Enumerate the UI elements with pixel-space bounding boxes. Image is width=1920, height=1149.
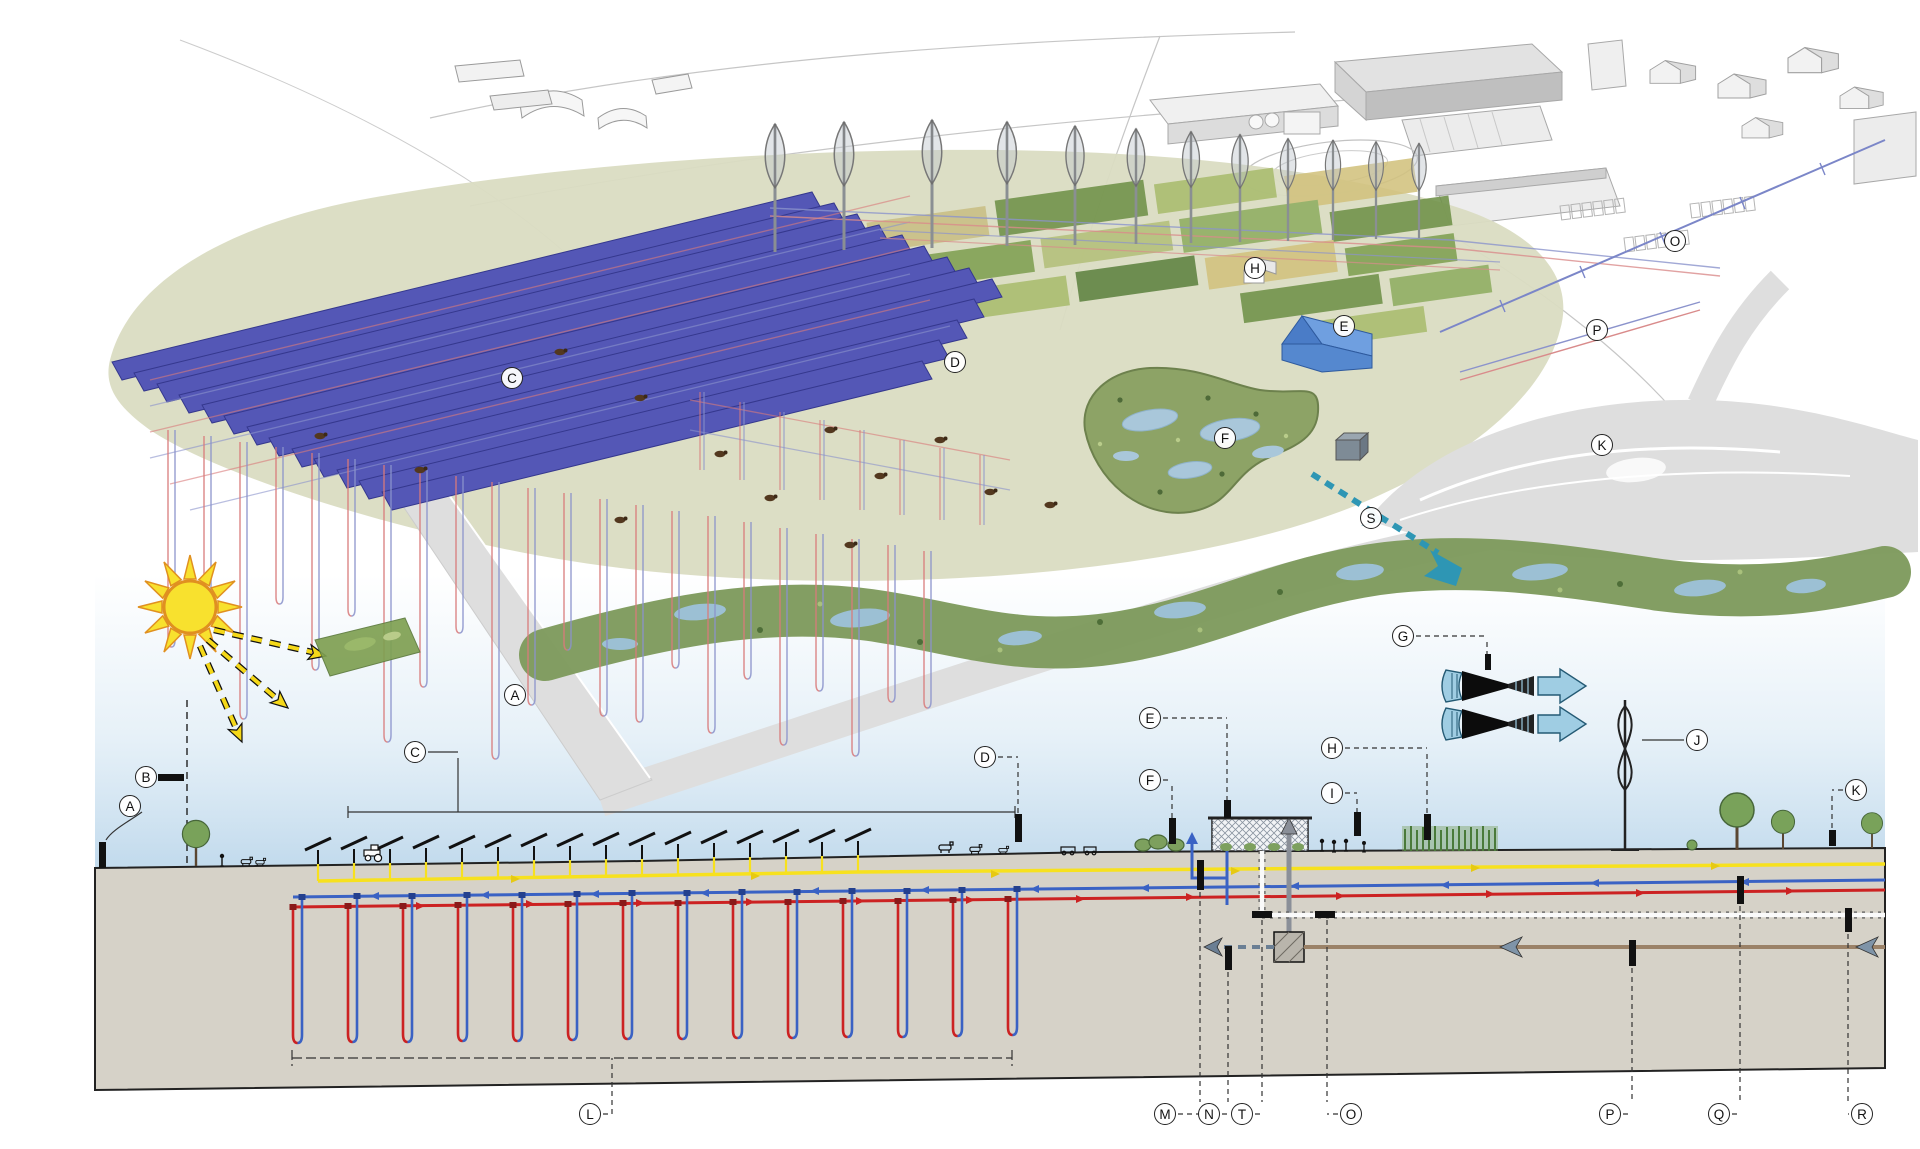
pasture-loop-drops <box>699 392 985 525</box>
label-g-section: G <box>1392 625 1414 647</box>
label-p-bottom: P <box>1599 1103 1621 1125</box>
label-d-aerial: D <box>944 351 966 373</box>
greenhouse-heat-pipe <box>1186 832 1229 905</box>
label-s-aerial: S <box>1360 507 1382 529</box>
label-t-bottom: T <box>1231 1103 1253 1125</box>
label-leaders <box>428 635 1849 1115</box>
label-k-section: K <box>1845 779 1867 801</box>
heat-exchanger <box>1273 931 1305 963</box>
label-b-section: B <box>135 766 157 788</box>
wetland-corridor <box>519 538 1911 681</box>
cold-pipe <box>292 878 1886 899</box>
shrub-strip <box>1134 834 1185 852</box>
pond <box>1083 366 1320 514</box>
ducted-wind-turbines <box>1441 654 1587 742</box>
warm-pipe <box>292 888 1886 909</box>
label-r-bottom: R <box>1851 1103 1873 1125</box>
dimension-lines <box>291 758 1016 1115</box>
label-c-section: C <box>404 741 426 763</box>
flue-arrow <box>1280 817 1298 835</box>
trees <box>1686 791 1884 852</box>
label-n-bottom: N <box>1198 1103 1220 1125</box>
label-l-bottom: L <box>579 1103 601 1125</box>
label-o-aerial: O <box>1664 230 1686 252</box>
sun-ray-arrows <box>197 626 329 746</box>
ground-loop-headers <box>149 195 1011 511</box>
label-i-section: I <box>1321 782 1343 804</box>
vertical-axis-turbine <box>1611 700 1639 851</box>
label-q-bottom: Q <box>1708 1103 1730 1125</box>
label-j-section: J <box>1686 729 1708 751</box>
grid-connection-lines <box>1439 139 1886 381</box>
label-d-section: D <box>974 746 996 768</box>
label-h-section: H <box>1321 737 1343 759</box>
earth-block <box>94 846 1886 1092</box>
label-f-section: F <box>1139 769 1161 791</box>
label-f-aerial: F <box>1214 427 1236 449</box>
label-c-aerial: C <box>501 367 523 389</box>
label-a-aerial: A <box>504 684 526 706</box>
label-e-section: E <box>1139 707 1161 729</box>
section-marker-bars <box>1015 800 1852 970</box>
label-m-bottom: M <box>1154 1103 1176 1125</box>
label-p-aerial: P <box>1586 319 1608 341</box>
barn-building <box>1281 315 1373 373</box>
vehicles <box>1060 846 1097 856</box>
cross-section <box>94 635 1886 1115</box>
tractor-icon <box>363 844 383 863</box>
greenhouse-building <box>1208 816 1312 852</box>
town-buildings <box>179 31 1917 471</box>
wind-turbine-row <box>763 118 1721 277</box>
utility-cube <box>1334 431 1370 462</box>
label-k-aerial: K <box>1591 434 1613 456</box>
label-h-aerial: H <box>1244 257 1266 279</box>
sun-icon <box>137 554 243 660</box>
label-a-section: A <box>119 795 141 817</box>
label-o-bottom: O <box>1340 1103 1362 1125</box>
label-e-aerial: E <box>1333 315 1355 337</box>
field-patch <box>314 617 421 677</box>
hedgerow <box>1402 826 1498 851</box>
